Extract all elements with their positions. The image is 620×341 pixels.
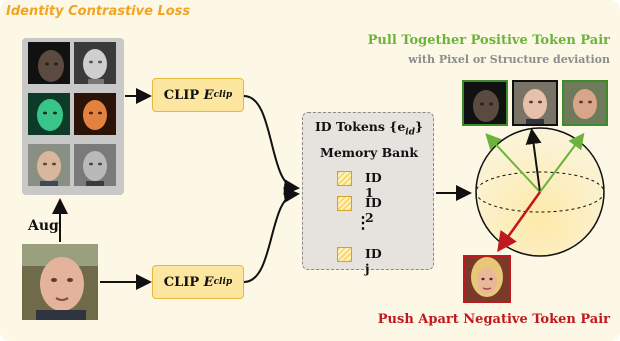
figure-title: Identity Contrastive Loss [6, 4, 191, 19]
aug-face-warm [28, 144, 70, 186]
negative-vector [497, 191, 542, 253]
memory-bank-title-line1: ID Tokens {e [314, 119, 406, 134]
aug-face-dark [28, 42, 70, 84]
token-swatch-icon [337, 171, 352, 186]
pull-together-title: Pull Together Positive Token Pair [367, 33, 610, 48]
id-token-label: ID 1 [365, 170, 382, 200]
aug-face-green [28, 93, 70, 135]
pull-together-subtitle: with Pixel or Structure deviation [408, 53, 610, 66]
original-face [22, 244, 98, 320]
ellipsis: ⋮ [355, 213, 371, 232]
aug-face-orange [74, 93, 116, 135]
positive-face-warm [562, 80, 608, 126]
push-apart-title: Push Apart Negative Token Pair [377, 312, 610, 327]
clip-encoder-top-subscript: clip [213, 90, 233, 100]
memory-bank-title-sub: id [405, 127, 415, 138]
memory-bank-title-close: } [415, 119, 424, 134]
id-token-label: ID 2 [365, 195, 382, 225]
memory-bank: ID Tokens {eid} Memory Bank ID 1 ID 2 ⋮ … [302, 112, 435, 276]
memory-bank-title: ID Tokens {eid} Memory Bank [303, 117, 435, 162]
positive-face-anchor [512, 80, 558, 126]
positive-face-dark [462, 80, 508, 126]
memory-bank-title-line2: Memory Bank [320, 144, 418, 160]
clip-top-to-bank-arrow [243, 95, 300, 196]
positive-vector-right [539, 132, 585, 193]
clip-encoder-bottom-symbol: E [203, 274, 214, 290]
token-swatch-icon [337, 247, 352, 262]
id-token-label: ID j [365, 246, 382, 276]
positive-vector-left [485, 133, 541, 193]
clip-encoder-top-symbol: E [203, 87, 214, 103]
aug-face-gray [74, 42, 116, 84]
clip-encoder-top-label: CLIP [163, 87, 200, 103]
clip-encoder-bottom-label: CLIP [163, 274, 200, 290]
anchor-vector [525, 128, 542, 193]
clip-bottom-to-bank-arrow [243, 186, 300, 283]
augment-label: Aug [28, 218, 59, 234]
clip-encoder-bottom-subscript: clip [213, 277, 233, 287]
token-swatch-icon [337, 196, 352, 211]
negative-face [463, 255, 511, 303]
sphere-equator [475, 171, 605, 213]
aug-face-desaturated [74, 144, 116, 186]
